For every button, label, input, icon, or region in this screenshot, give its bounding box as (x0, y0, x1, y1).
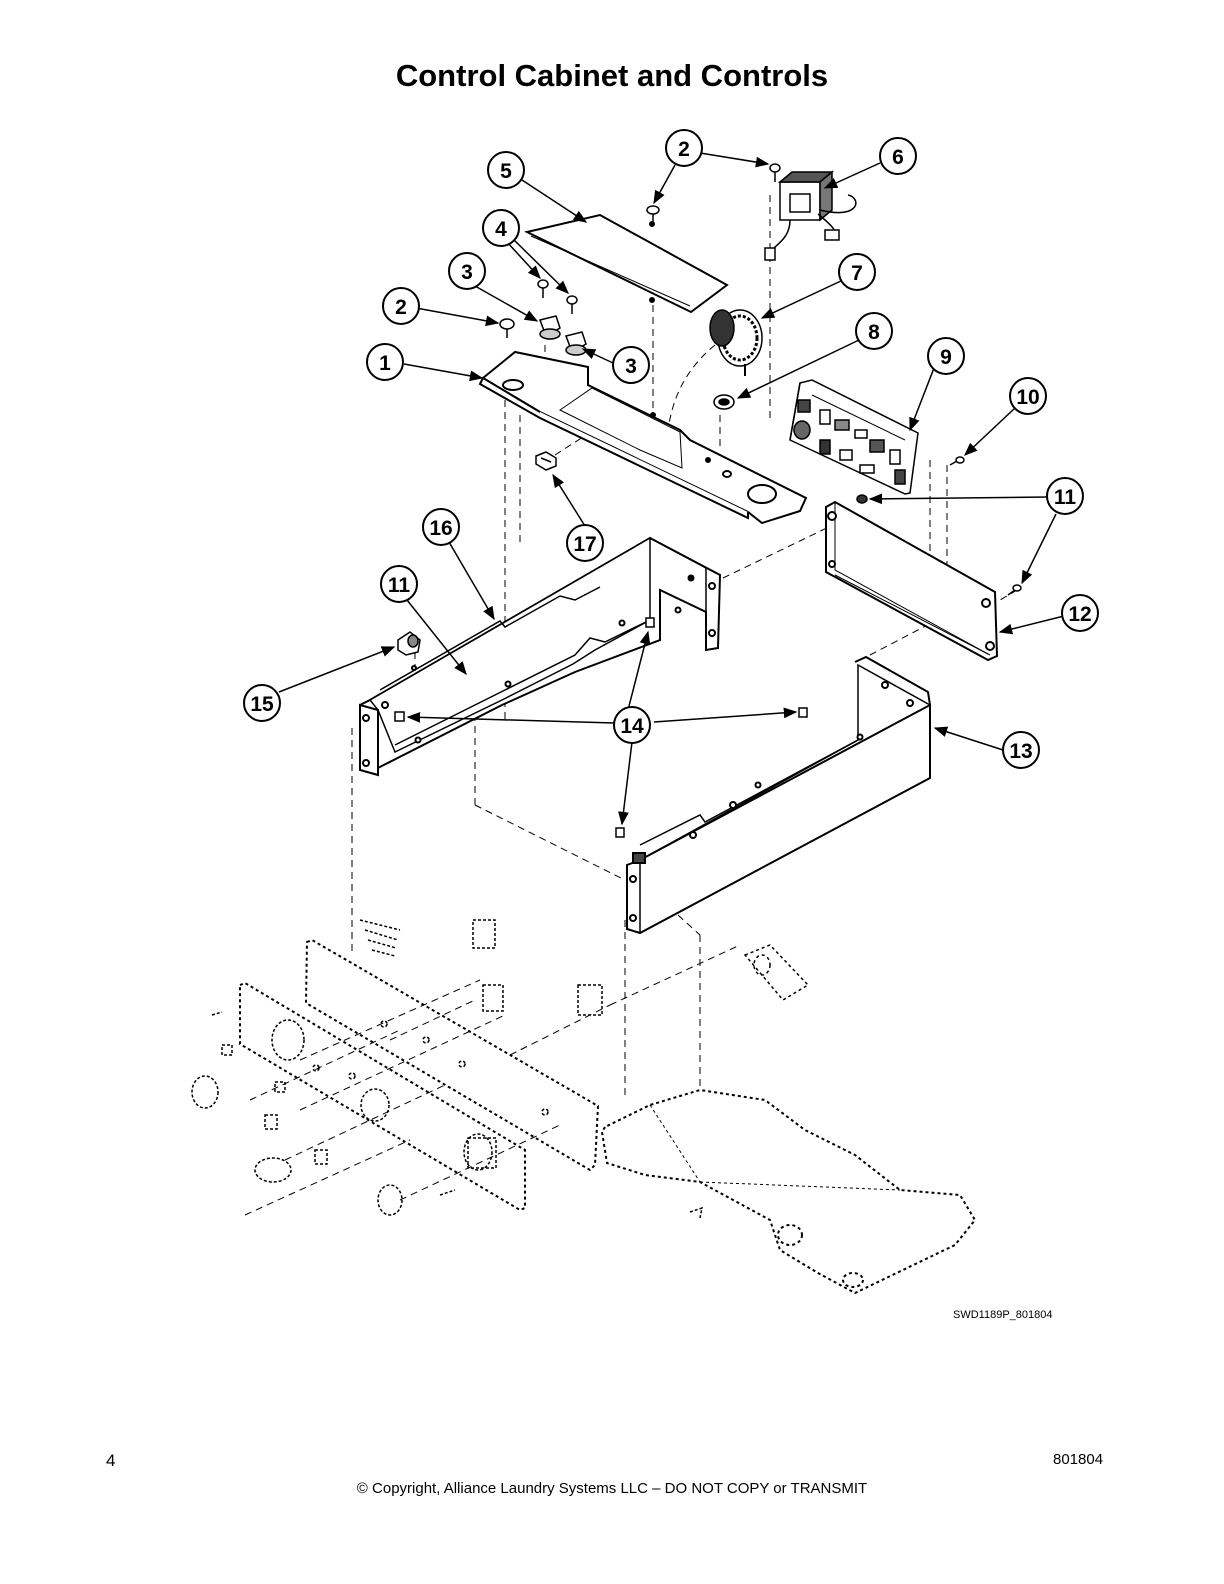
callout-8: 8 (855, 312, 893, 350)
callout-16: 16 (422, 508, 460, 546)
svg-text:10: 10 (1016, 386, 1039, 409)
svg-text:2: 2 (678, 138, 690, 161)
clips (539, 315, 587, 356)
callout-7: 7 (838, 253, 876, 291)
callout-2-left: 2 (382, 287, 420, 325)
svg-text:15: 15 (250, 693, 274, 716)
wire-clip (535, 451, 557, 471)
screw-11a (856, 494, 868, 504)
svg-text:17: 17 (573, 533, 596, 556)
copyright-notice: © Copyright, Alliance Laundry Systems LL… (356, 1480, 868, 1497)
svg-text:3: 3 (461, 261, 473, 284)
callout-2-top: 2 (665, 129, 703, 167)
callout-1: 1 (366, 343, 404, 381)
screw-4a (537, 279, 549, 298)
page-title: Control Cabinet and Controls (395, 58, 829, 93)
callout-3-left: 3 (448, 252, 486, 290)
control-board (789, 379, 919, 495)
callout-10: 10 (1009, 377, 1047, 415)
grommet (713, 394, 735, 410)
screw-2a (646, 205, 660, 226)
console-components (191, 919, 703, 1219)
svg-text:9: 9 (940, 346, 952, 369)
svg-text:5: 5 (500, 160, 512, 183)
screw-10 (949, 456, 965, 466)
svg-text:8: 8 (868, 321, 880, 344)
callout-14: 14 (613, 706, 651, 744)
callout-6: 6 (879, 137, 917, 175)
callout-9: 9 (927, 337, 965, 375)
callout-11-right: 11 (1046, 477, 1084, 515)
callout-12: 12 (1061, 594, 1099, 632)
mounting-clip (397, 631, 421, 656)
leader-lines (278, 152, 1065, 826)
callout-4: 4 (482, 209, 520, 247)
clip-nuts (394, 617, 808, 838)
callouts: 2 6 5 4 3 7 2 8 9 1 3 10 11 16 17 11 12 … (243, 129, 1099, 769)
document-number: 801804 (1053, 1451, 1104, 1468)
svg-text:2: 2 (395, 296, 407, 319)
selector-dial (709, 309, 763, 376)
svg-text:3: 3 (625, 355, 637, 378)
page-number: 4 (106, 1451, 116, 1470)
screw-2c (499, 318, 515, 338)
transformer (764, 170, 857, 261)
svg-text:4: 4 (495, 218, 507, 241)
callout-11-left: 11 (380, 565, 418, 603)
svg-text:11: 11 (388, 574, 411, 597)
callout-5: 5 (487, 151, 525, 189)
callout-15: 15 (243, 684, 281, 722)
svg-text:11: 11 (1054, 486, 1077, 509)
drawing-id: SWD1189P_801804 (953, 1309, 1053, 1321)
callout-17: 17 (566, 524, 604, 562)
front-channel (626, 655, 931, 935)
side-plate (825, 500, 999, 662)
console-outline (239, 938, 977, 1295)
rear-channel (358, 536, 722, 777)
svg-text:16: 16 (429, 517, 452, 540)
cover-plate (524, 213, 729, 314)
control-bracket (478, 350, 808, 525)
svg-text:12: 12 (1068, 603, 1091, 626)
screw-11b (1007, 584, 1022, 596)
screw-4b (566, 295, 578, 314)
svg-text:13: 13 (1009, 740, 1032, 763)
callout-13: 13 (1002, 731, 1040, 769)
screw-2b (769, 163, 781, 182)
svg-text:6: 6 (892, 146, 904, 169)
svg-text:14: 14 (620, 715, 644, 738)
svg-text:7: 7 (851, 262, 863, 285)
svg-text:1: 1 (379, 352, 391, 375)
callout-3-right: 3 (612, 346, 650, 384)
